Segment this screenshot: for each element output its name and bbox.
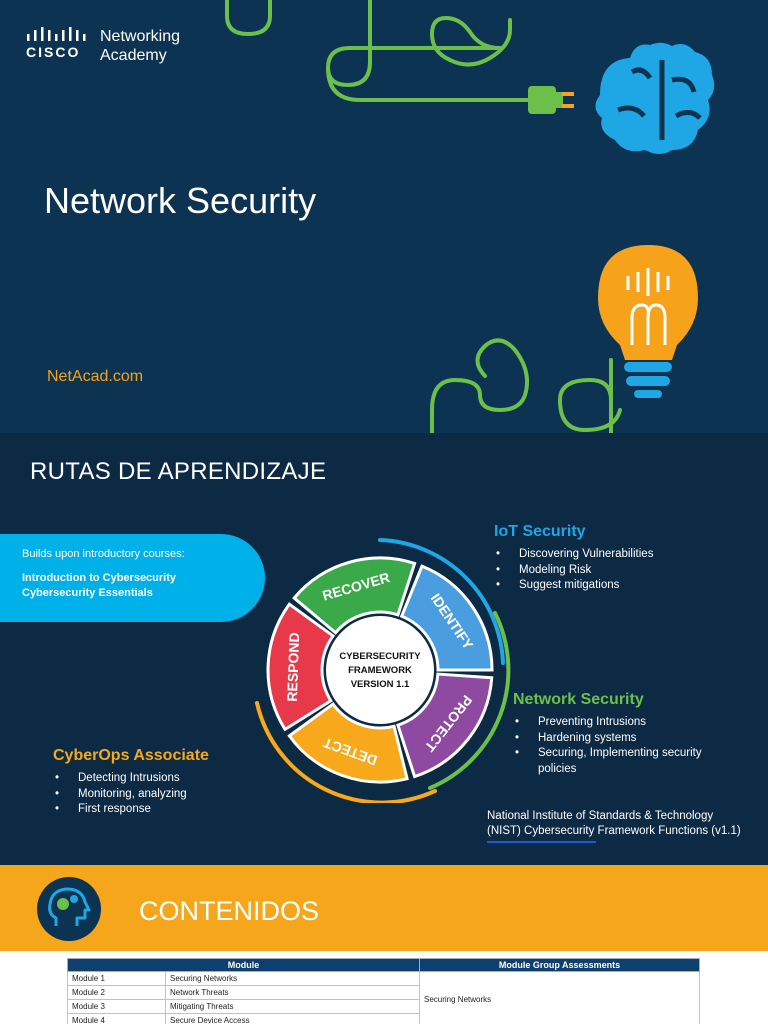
table-row: Module 3 Mitigating Threats bbox=[67, 999, 700, 1014]
nist-line-1: National Institute of Standards & Techno… bbox=[487, 810, 714, 822]
nist-hyperlink-underline[interactable] bbox=[487, 841, 596, 843]
nist-line-2: (NIST) Cybersecurity Framework Functions… bbox=[487, 824, 741, 837]
network-security-title: Network Security bbox=[513, 691, 644, 708]
presentation-title: Network Security bbox=[44, 180, 317, 221]
list-item: Discovering Vulnerabilities bbox=[494, 547, 653, 563]
netacad-link[interactable]: NetAcad.com bbox=[47, 368, 144, 385]
iot-security-block: IoT Security Discovering Vulnerabilities… bbox=[494, 523, 653, 594]
course-cybersecurity-essentials: Cybersecurity Essentials bbox=[22, 587, 153, 599]
netsec-arc bbox=[428, 611, 511, 790]
contents-header-bar bbox=[0, 865, 768, 951]
table-header-row: Module Module Group Assessments bbox=[67, 958, 700, 972]
intro-courses-callout: Builds upon introductory courses: Introd… bbox=[0, 534, 265, 622]
logo-line-1: Networking bbox=[100, 28, 181, 45]
cisco-logo[interactable]: CISCO Networking Academy bbox=[26, 27, 180, 65]
wheel-center-line-3: VERSION 1.1 bbox=[351, 679, 410, 690]
plug-icon bbox=[528, 86, 574, 114]
iot-arc bbox=[378, 538, 505, 665]
contents-slide: CONTENIDOS Module Module Group Assessmen… bbox=[0, 865, 768, 1024]
network-security-block: Network Security Preventing Intrusions H… bbox=[513, 691, 743, 777]
module-table: Module Module Group Assessments Module 1… bbox=[67, 958, 700, 1024]
module-name-cell: Securing Networks bbox=[165, 971, 420, 986]
wheel-segment-respond bbox=[266, 602, 336, 732]
column-header-module: Module bbox=[67, 958, 420, 972]
cyberops-arc bbox=[255, 701, 437, 803]
wheel-label-respond: RESPOND bbox=[284, 632, 302, 702]
cyberops-list: Detecting Intrusions Monitoring, analyzi… bbox=[53, 771, 209, 818]
cisco-logo-icon bbox=[27, 27, 86, 41]
network-security-list: Preventing Intrusions Hardening systems … bbox=[513, 715, 743, 777]
cyberops-title: CyberOps Associate bbox=[53, 747, 209, 764]
callout-intro: Builds upon introductory courses: bbox=[22, 548, 185, 560]
table-row: Module 1 Securing Networks Securing Netw… bbox=[67, 971, 700, 1024]
group-assessment-cell: Securing Networks bbox=[419, 971, 700, 1024]
cyberops-block: CyberOps Associate Detecting Intrusions … bbox=[53, 747, 209, 818]
course-intro-cybersecurity: Introduction to Cybersecurity bbox=[22, 572, 177, 584]
iot-security-title: IoT Security bbox=[494, 523, 586, 540]
wheel-segment-identify bbox=[399, 564, 494, 672]
iot-security-list: Discovering Vulnerabilities Modeling Ris… bbox=[494, 547, 653, 594]
wheel-center-line-2: FRAMEWORK bbox=[348, 665, 412, 676]
slide-heading: RUTAS DE APRENDIZAJE bbox=[30, 458, 327, 485]
module-cell: Module 4 bbox=[67, 1013, 166, 1024]
lightbulb-icon bbox=[598, 245, 698, 398]
head-gears-icon bbox=[37, 877, 101, 941]
list-item: Suggest mitigations bbox=[494, 578, 653, 594]
list-item: Securing, Implementing security policies bbox=[513, 746, 743, 777]
wheel-segment-detect bbox=[287, 701, 409, 784]
title-slide: CISCO Networking Academy Network Securit… bbox=[0, 0, 768, 433]
nist-caption: National Institute of Standards & Techno… bbox=[487, 809, 741, 838]
list-item: Modeling Risk bbox=[494, 563, 653, 579]
list-item: Hardening systems bbox=[513, 731, 743, 747]
module-cell: Module 1 bbox=[67, 971, 166, 986]
wheel-segment-recover bbox=[292, 556, 417, 635]
decorative-circuit-art bbox=[225, 0, 715, 433]
table-row: Module 4 Secure Device Access bbox=[67, 1013, 700, 1024]
learning-paths-slide: RUTAS DE APRENDIZAJE Builds upon introdu… bbox=[0, 433, 768, 865]
wheel-segment-protect bbox=[396, 672, 494, 779]
networking-academy-label: Networking Academy bbox=[100, 27, 180, 65]
cisco-wordmark: CISCO bbox=[26, 44, 81, 60]
wheel-center-line-1: CYBERSECURITY bbox=[339, 651, 421, 662]
module-cell: Module 3 bbox=[67, 999, 166, 1014]
module-name-cell: Mitigating Threats bbox=[165, 999, 420, 1014]
brain-icon bbox=[595, 42, 715, 154]
module-name-cell: Network Threats bbox=[165, 985, 420, 1000]
list-item: Monitoring, analyzing bbox=[53, 787, 209, 803]
module-name-cell: Secure Device Access bbox=[165, 1013, 420, 1024]
list-item: Detecting Intrusions bbox=[53, 771, 209, 787]
logo-line-2: Academy bbox=[100, 47, 167, 64]
wheel-center bbox=[324, 614, 436, 726]
column-header-assessments: Module Group Assessments bbox=[419, 958, 700, 972]
list-item: Preventing Intrusions bbox=[513, 715, 743, 731]
table-row: Module 2 Network Threats bbox=[67, 985, 700, 1000]
contents-title: CONTENIDOS bbox=[139, 896, 320, 926]
module-cell: Module 2 bbox=[67, 985, 166, 1000]
list-item: First response bbox=[53, 802, 209, 818]
